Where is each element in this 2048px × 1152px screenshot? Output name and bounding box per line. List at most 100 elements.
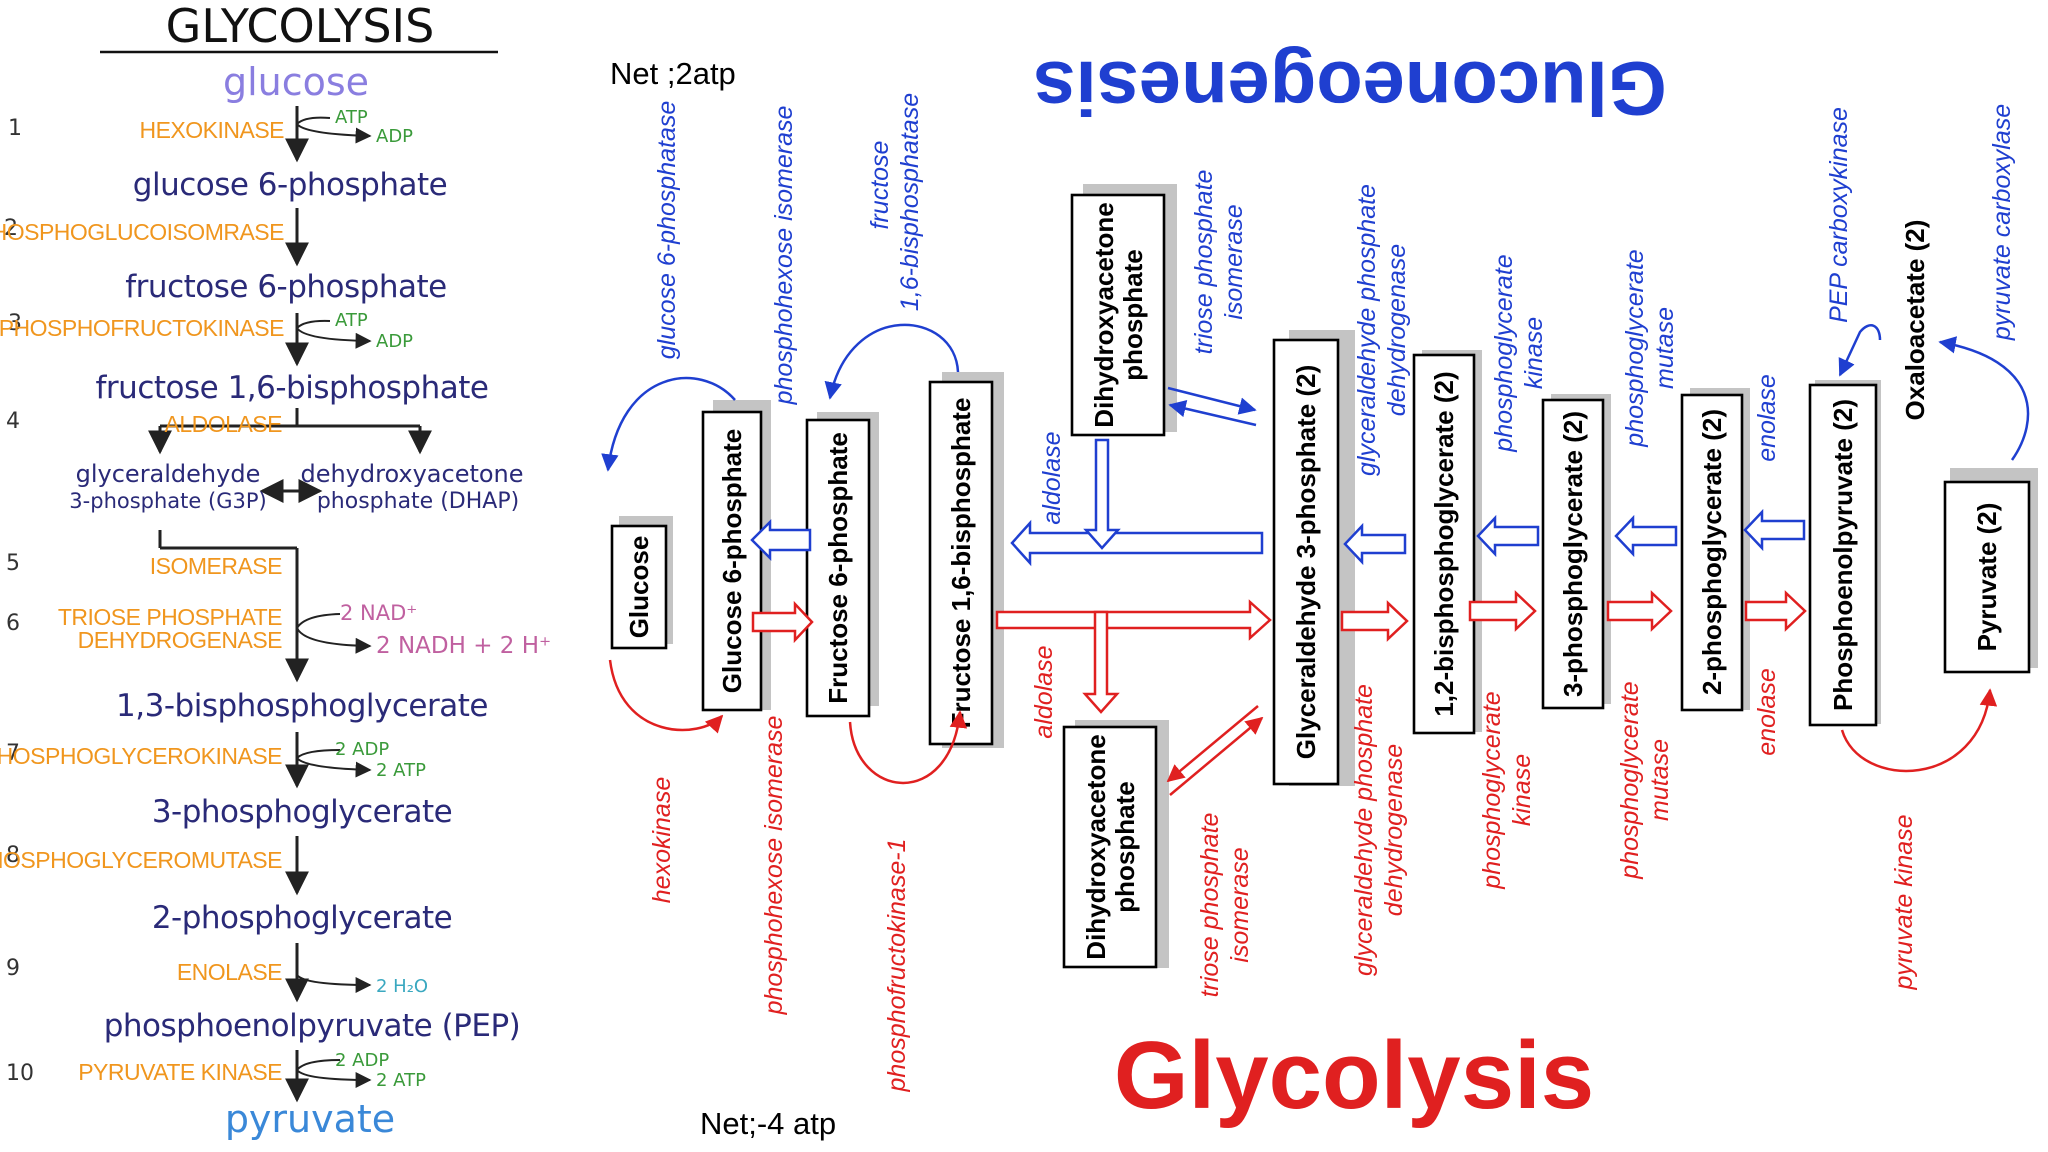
enzyme-pgm-red-line2: mutase <box>1646 739 1674 821</box>
enzyme-tpi-blue-line2: isomerase <box>1220 204 1248 319</box>
enzyme-aldolase-red: aldolase <box>1030 645 1058 738</box>
enzyme-label: HEXOKINASE <box>139 117 284 143</box>
step-number: 8 <box>6 843 20 868</box>
box-3-phosphoglycerate: 3-phosphoglycerate (2) <box>1558 411 1588 697</box>
cofactor-in: 2 ADP <box>335 739 389 760</box>
metabolite-label: 2-phosphoglycerate <box>152 900 452 936</box>
cofactor-out: 2 ATP <box>376 760 426 781</box>
start-metabolite: glucose <box>223 60 369 104</box>
enzyme-fbpase-line2: 1,6-bisphosphatase <box>896 93 924 311</box>
step-number: 1 <box>8 116 22 141</box>
box-dhap-top-line1: Dihydroxyacetone <box>1089 202 1119 427</box>
enzyme-label: PHOSPHOGLUCOISOMRASE <box>0 219 284 245</box>
enzyme-label: PHOSPHOGLYCEROMUTASE <box>0 847 282 873</box>
net-top-annotation: Net ;2atp <box>610 56 736 91</box>
enzyme-label: ISOMERASE <box>150 553 282 579</box>
pathway-boxes <box>610 193 2031 969</box>
box-glucose-6-phosphate: Glucose 6-phosphate <box>717 429 747 693</box>
box-dhap-bottom-line1: Dihydroxyacetone <box>1081 734 1111 959</box>
label-oxaloacetate: Oxaloacetate (2) <box>1900 220 1930 421</box>
end-metabolite: pyruvate <box>225 1097 395 1141</box>
metabolite-label: glucose 6-phosphate <box>133 167 447 203</box>
box-fructose-6-phosphate: Fructose 6-phosphate <box>823 432 853 704</box>
glycolysis-title: Glycolysis <box>1114 1022 1594 1129</box>
box-dhap-bottom-line2: phosphate <box>1110 781 1140 912</box>
metabolite-label: 3-phosphoglycerate <box>152 794 452 830</box>
enzyme-pyruvate-kinase: pyruvate kinase <box>1890 814 1918 990</box>
dhap-label-line1: dehydroxyacetone <box>300 460 523 488</box>
enzyme-gapdh-blue-line2: dehydrogenase <box>1383 244 1411 416</box>
enzyme-label: PHOSPHOFRUCTOKINASE <box>0 315 284 341</box>
enzyme-label: ALDOLASE <box>165 411 283 437</box>
enzyme-label: PHOSPHOGLYCEROKINASE <box>0 743 282 769</box>
enzyme-tpi-blue-line1: triose phosphate <box>1190 170 1218 355</box>
step-number: 5 <box>6 551 20 576</box>
enzyme-phosphohexose-isomerase-blue: phosphohexose isomerase <box>770 106 798 406</box>
net-bottom-annotation: Net;-4 atp <box>700 1106 836 1141</box>
cofactor-in: ATP <box>335 107 368 128</box>
cofactor-out: 2 NADH + 2 H⁺ <box>376 633 551 659</box>
cofactor-in: ATP <box>335 310 368 331</box>
enzyme-pgm-blue-line1: phosphoglycerate <box>1621 249 1649 447</box>
dhap-label-line2: phosphate (DHAP) <box>317 489 519 514</box>
enzyme-fbpase-line1: fructose <box>866 141 894 230</box>
enzyme-pgk-red-line2: kinase <box>1508 754 1536 826</box>
left-panel: GLYCOLYSIS glucose <box>0 0 551 1141</box>
g3p-label-line2: 3-phosphate (G3P) <box>69 489 266 513</box>
enzyme-label: TRIOSE PHOSPHATE <box>58 604 282 630</box>
metabolite-label: 1,3-bisphosphoglycerate <box>116 688 488 724</box>
box-2-phosphoglycerate: 2-phosphoglycerate (2) <box>1697 409 1727 695</box>
cofactor-out: ADP <box>376 126 413 147</box>
box-pyruvate: Pyruvate (2) <box>1972 503 2002 652</box>
g3p-label-line1: glyceraldehyde <box>76 460 261 488</box>
enzyme-gapdh-red-line1: glyceraldehyde phosphate <box>1350 684 1378 976</box>
box-dhap-top-line2: phosphate <box>1118 249 1148 380</box>
enzyme-hexokinase: hexokinase <box>648 777 676 903</box>
enzyme-phosphofructokinase-1: phosphofructokinase-1 <box>883 839 911 1093</box>
enzyme-pgm-blue-line2: mutase <box>1651 307 1679 389</box>
metabolite-label: fructose 1,6-bisphosphate <box>96 370 489 406</box>
step-number: 7 <box>6 741 20 766</box>
enzyme-glucose-6-phosphatase: glucose 6-phosphatase <box>653 101 681 360</box>
box-glucose: Glucose <box>624 536 654 639</box>
enzyme-aldolase-blue: aldolase <box>1038 431 1066 524</box>
enzyme-label: PYRUVATE KINASE <box>78 1059 282 1085</box>
cofactor-in: 2 ADP <box>335 1050 389 1071</box>
enzyme-label: ENOLASE <box>177 959 282 985</box>
metabolite-label: phosphoenolpyruvate (PEP) <box>104 1008 521 1044</box>
glycolysis-arrows <box>608 590 1998 796</box>
step-number: 9 <box>6 956 20 981</box>
enzyme-gapdh-blue-line1: glyceraldehyde phosphate <box>1353 184 1381 476</box>
step-number: 10 <box>6 1061 34 1086</box>
step-number: 2 <box>4 216 18 241</box>
enzyme-pgk-red-line1: phosphoglycerate <box>1478 691 1506 889</box>
enzyme-enolase-red: enolase <box>1753 668 1781 756</box>
gluconeogenesis-arrows <box>601 323 2030 567</box>
enzyme-enolase-blue: enolase <box>1753 374 1781 462</box>
cofactor-out: 2 ATP <box>376 1070 426 1091</box>
step-number: 6 <box>6 611 20 636</box>
enzyme-phosphohexose-isomerase-red: phosphohexose isomerase <box>760 716 788 1016</box>
gluconeogenesis-title: Gluconeogenesis <box>1033 45 1667 130</box>
box-1-2-bisphosphoglycerate: 1,2-bisphosphoglycerate (2) <box>1429 371 1459 716</box>
box-glyceraldehyde-3-phosphate: Glyceraldehyde 3-phosphate (2) <box>1291 365 1321 759</box>
left-flow-arrows <box>148 106 432 1103</box>
enzyme-label: DEHYDROGENASE <box>78 627 283 653</box>
cofactor-out: 2 H₂O <box>376 976 428 997</box>
enzyme-pgk-blue-line2: kinase <box>1520 317 1548 389</box>
enzyme-pyruvate-carboxylase: pyruvate carboxylase <box>1988 104 2016 341</box>
box-fructose-1-6-bisphosphate: Fructose 1,6-bisphosphate <box>946 398 976 729</box>
metabolite-label: fructose 6-phosphate <box>125 269 446 305</box>
cofactor-out: ADP <box>376 331 413 352</box>
enzyme-pep-carboxykinase: PEP carboxykinase <box>1825 107 1853 323</box>
enzyme-pgm-red-line1: phosphoglycerate <box>1616 681 1644 879</box>
box-phosphoenolpyruvate: Phosphoenolpyruvate (2) <box>1828 399 1858 711</box>
enzyme-tpi-red-line1: triose phosphate <box>1196 813 1224 998</box>
left-title: GLYCOLYSIS <box>166 0 435 53</box>
step-number: 4 <box>6 409 20 434</box>
enzyme-gapdh-red-line2: dehydrogenase <box>1380 744 1408 916</box>
cofactor-in: 2 NAD⁺ <box>340 601 417 625</box>
enzyme-tpi-red-line2: isomerase <box>1226 847 1254 962</box>
step-number: 3 <box>8 311 22 336</box>
